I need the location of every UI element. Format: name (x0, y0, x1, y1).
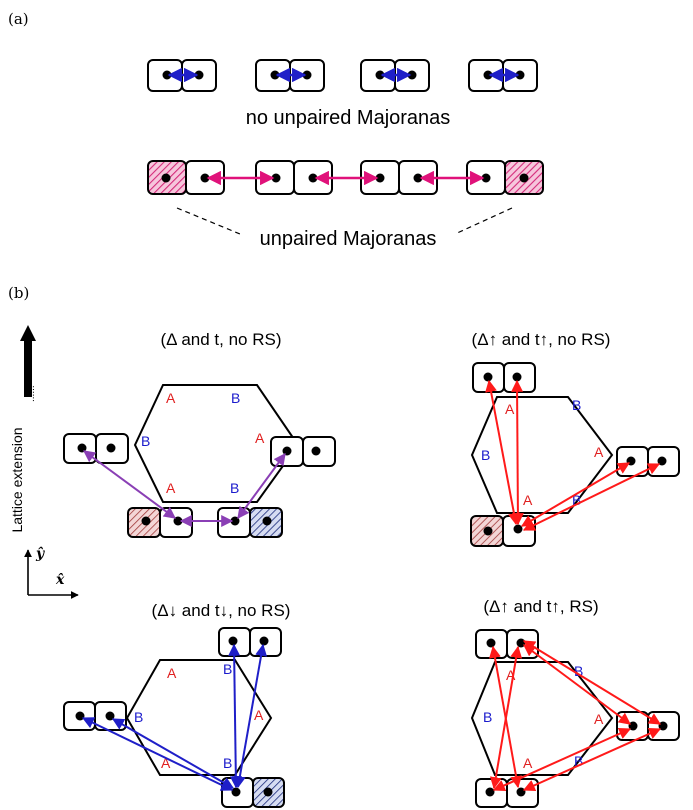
dimer-pair (147, 59, 217, 92)
hexagon (470, 396, 614, 514)
site-label-b: B (223, 661, 232, 677)
subpanel-delta-up-t-up-rs: (Δ↑ and t↑, RS) A B B A A B (470, 597, 680, 808)
site-label-b: B (572, 397, 581, 413)
lattice-extension-indicator: ...... Lattice extension (9, 325, 37, 533)
dimer-pair (255, 59, 325, 92)
dashed-pointer-right (454, 207, 513, 235)
site-label-a: A (255, 430, 265, 446)
site-label-a: A (167, 665, 177, 681)
row2-caption: unpaired Majoranas (260, 228, 437, 250)
subpanel-delta-down-t-down-no-rs: (Δ↓ and t↓, no RS) A B B A A B (63, 601, 291, 808)
site-label-b: B (483, 709, 492, 725)
subpanel-delta-t-no-rs: (Δ and t, no RS) A B B A A B (63, 330, 336, 538)
hexagon (470, 661, 614, 776)
y-axis-label: ŷ (35, 545, 45, 562)
site-label-a: A (254, 707, 264, 723)
site-label-a: A (594, 711, 604, 727)
panel-b-label: (b) (8, 284, 29, 302)
subpanel-1-title: (Δ and t, no RS) (161, 330, 282, 349)
dimer-pair (360, 59, 430, 92)
site-label-b: B (231, 390, 240, 406)
site-label-a: A (594, 444, 604, 460)
axis-dots: ...... (26, 385, 37, 402)
dashed-pointer-left (176, 207, 241, 235)
lattice-extension-label: Lattice extension (9, 427, 25, 532)
site-label-a: A (166, 390, 176, 406)
site-label-b: B (481, 447, 490, 463)
site-label-a: A (166, 480, 176, 496)
dimer-pair (468, 59, 538, 92)
row2-kitaev-chain (147, 160, 544, 195)
subpanel-3-title: (Δ↓ and t↓, no RS) (152, 601, 291, 620)
site-label-b: B (230, 480, 239, 496)
x-axis-label: x̂ (55, 572, 65, 588)
site-label-b: B (141, 433, 150, 449)
site-label-a: A (505, 401, 515, 417)
coordinate-axes: ŷ x̂ (24, 545, 79, 599)
panel-a-label: (a) (8, 10, 29, 28)
subpanel-4-title: (Δ↑ and t↑, RS) (483, 597, 598, 616)
subpanel-delta-up-t-up-no-rs: (Δ↑ and t↑, no RS) A B B A A B (470, 330, 680, 547)
site-label-a: A (523, 755, 533, 771)
row1-caption: no unpaired Majoranas (246, 107, 451, 129)
subpanel-2-title: (Δ↑ and t↑, no RS) (472, 330, 611, 349)
site-label-b: B (223, 755, 232, 771)
row1-dimer-pairs (147, 59, 538, 92)
site-label-a: A (523, 492, 533, 508)
site-label-b: B (134, 709, 143, 725)
